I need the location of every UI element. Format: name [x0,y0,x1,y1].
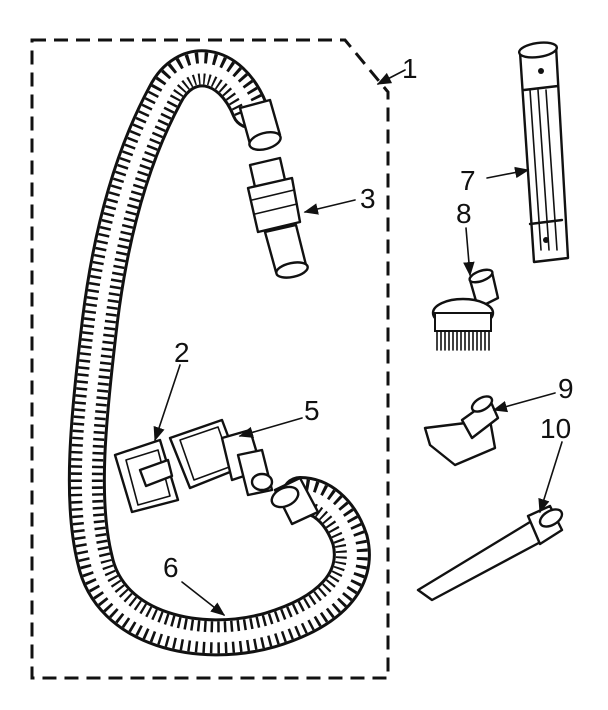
crevice-tool [416,504,564,602]
leader-3 [303,199,356,215]
leader-10 [538,441,563,514]
callout-1: 1 [402,53,418,84]
callout-9: 9 [558,373,574,404]
hose-connector [246,156,309,279]
leader-8 [463,227,475,277]
callout-8: 8 [456,198,472,229]
hose-lower-cuff [270,476,320,526]
dusting-brush [431,268,500,351]
leader-6 [181,581,226,616]
callout-5: 5 [304,395,320,426]
callout-3: 3 [360,183,376,214]
leader-5 [238,417,303,438]
callout-10: 10 [540,413,571,444]
leader-9 [492,392,556,413]
leader-2 [153,364,181,442]
leader-1 [376,69,406,85]
callout-7: 7 [460,165,476,196]
callout-2: 2 [174,337,190,368]
callout-6: 6 [163,552,179,583]
extension-wand [517,41,570,264]
hose-top-cuff [238,98,282,151]
leader-7 [486,166,530,179]
hose [67,49,371,657]
upholstery-tool [423,395,500,467]
hose-assembly-boundary [30,38,390,680]
